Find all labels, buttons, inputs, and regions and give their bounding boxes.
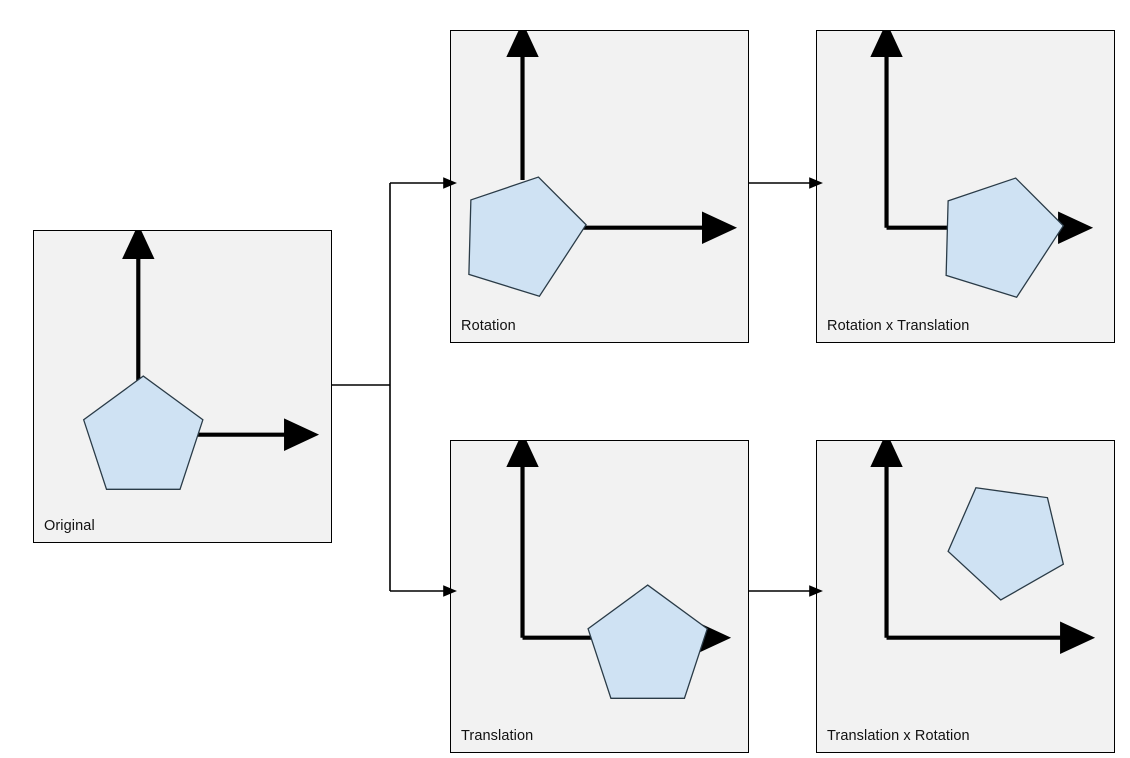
panel-graphic-rotation-x-translation — [870, 31, 1094, 299]
panel-label-rotation: Rotation — [461, 318, 516, 334]
pentagon-shape — [82, 375, 204, 490]
pentagon-shape — [945, 177, 1065, 299]
pentagon-shape — [947, 487, 1065, 601]
pentagon-shape — [468, 176, 587, 298]
panel-rotation[interactable]: Rotation — [450, 30, 749, 343]
panel-label-rotation-x-translation: Rotation x Translation — [827, 318, 970, 334]
panel-original[interactable]: Original — [33, 230, 332, 543]
panel-label-translation: Translation — [461, 728, 534, 744]
panel-label-translation-x-rotation: Translation x Rotation — [827, 728, 970, 744]
panel-label-original: Original — [44, 518, 95, 534]
panel-translation-x-rotation[interactable]: Translation x Rotation — [816, 440, 1115, 753]
panel-rotation-x-translation[interactable]: Rotation x Translation — [816, 30, 1115, 343]
panel-graphic-translation — [506, 441, 732, 699]
panel-translation[interactable]: Translation — [450, 440, 749, 753]
panel-graphic-original — [82, 231, 320, 490]
pentagon-shape — [587, 584, 709, 699]
panel-graphic-translation-x-rotation — [870, 441, 1096, 654]
panel-graphic-rotation — [468, 31, 738, 298]
